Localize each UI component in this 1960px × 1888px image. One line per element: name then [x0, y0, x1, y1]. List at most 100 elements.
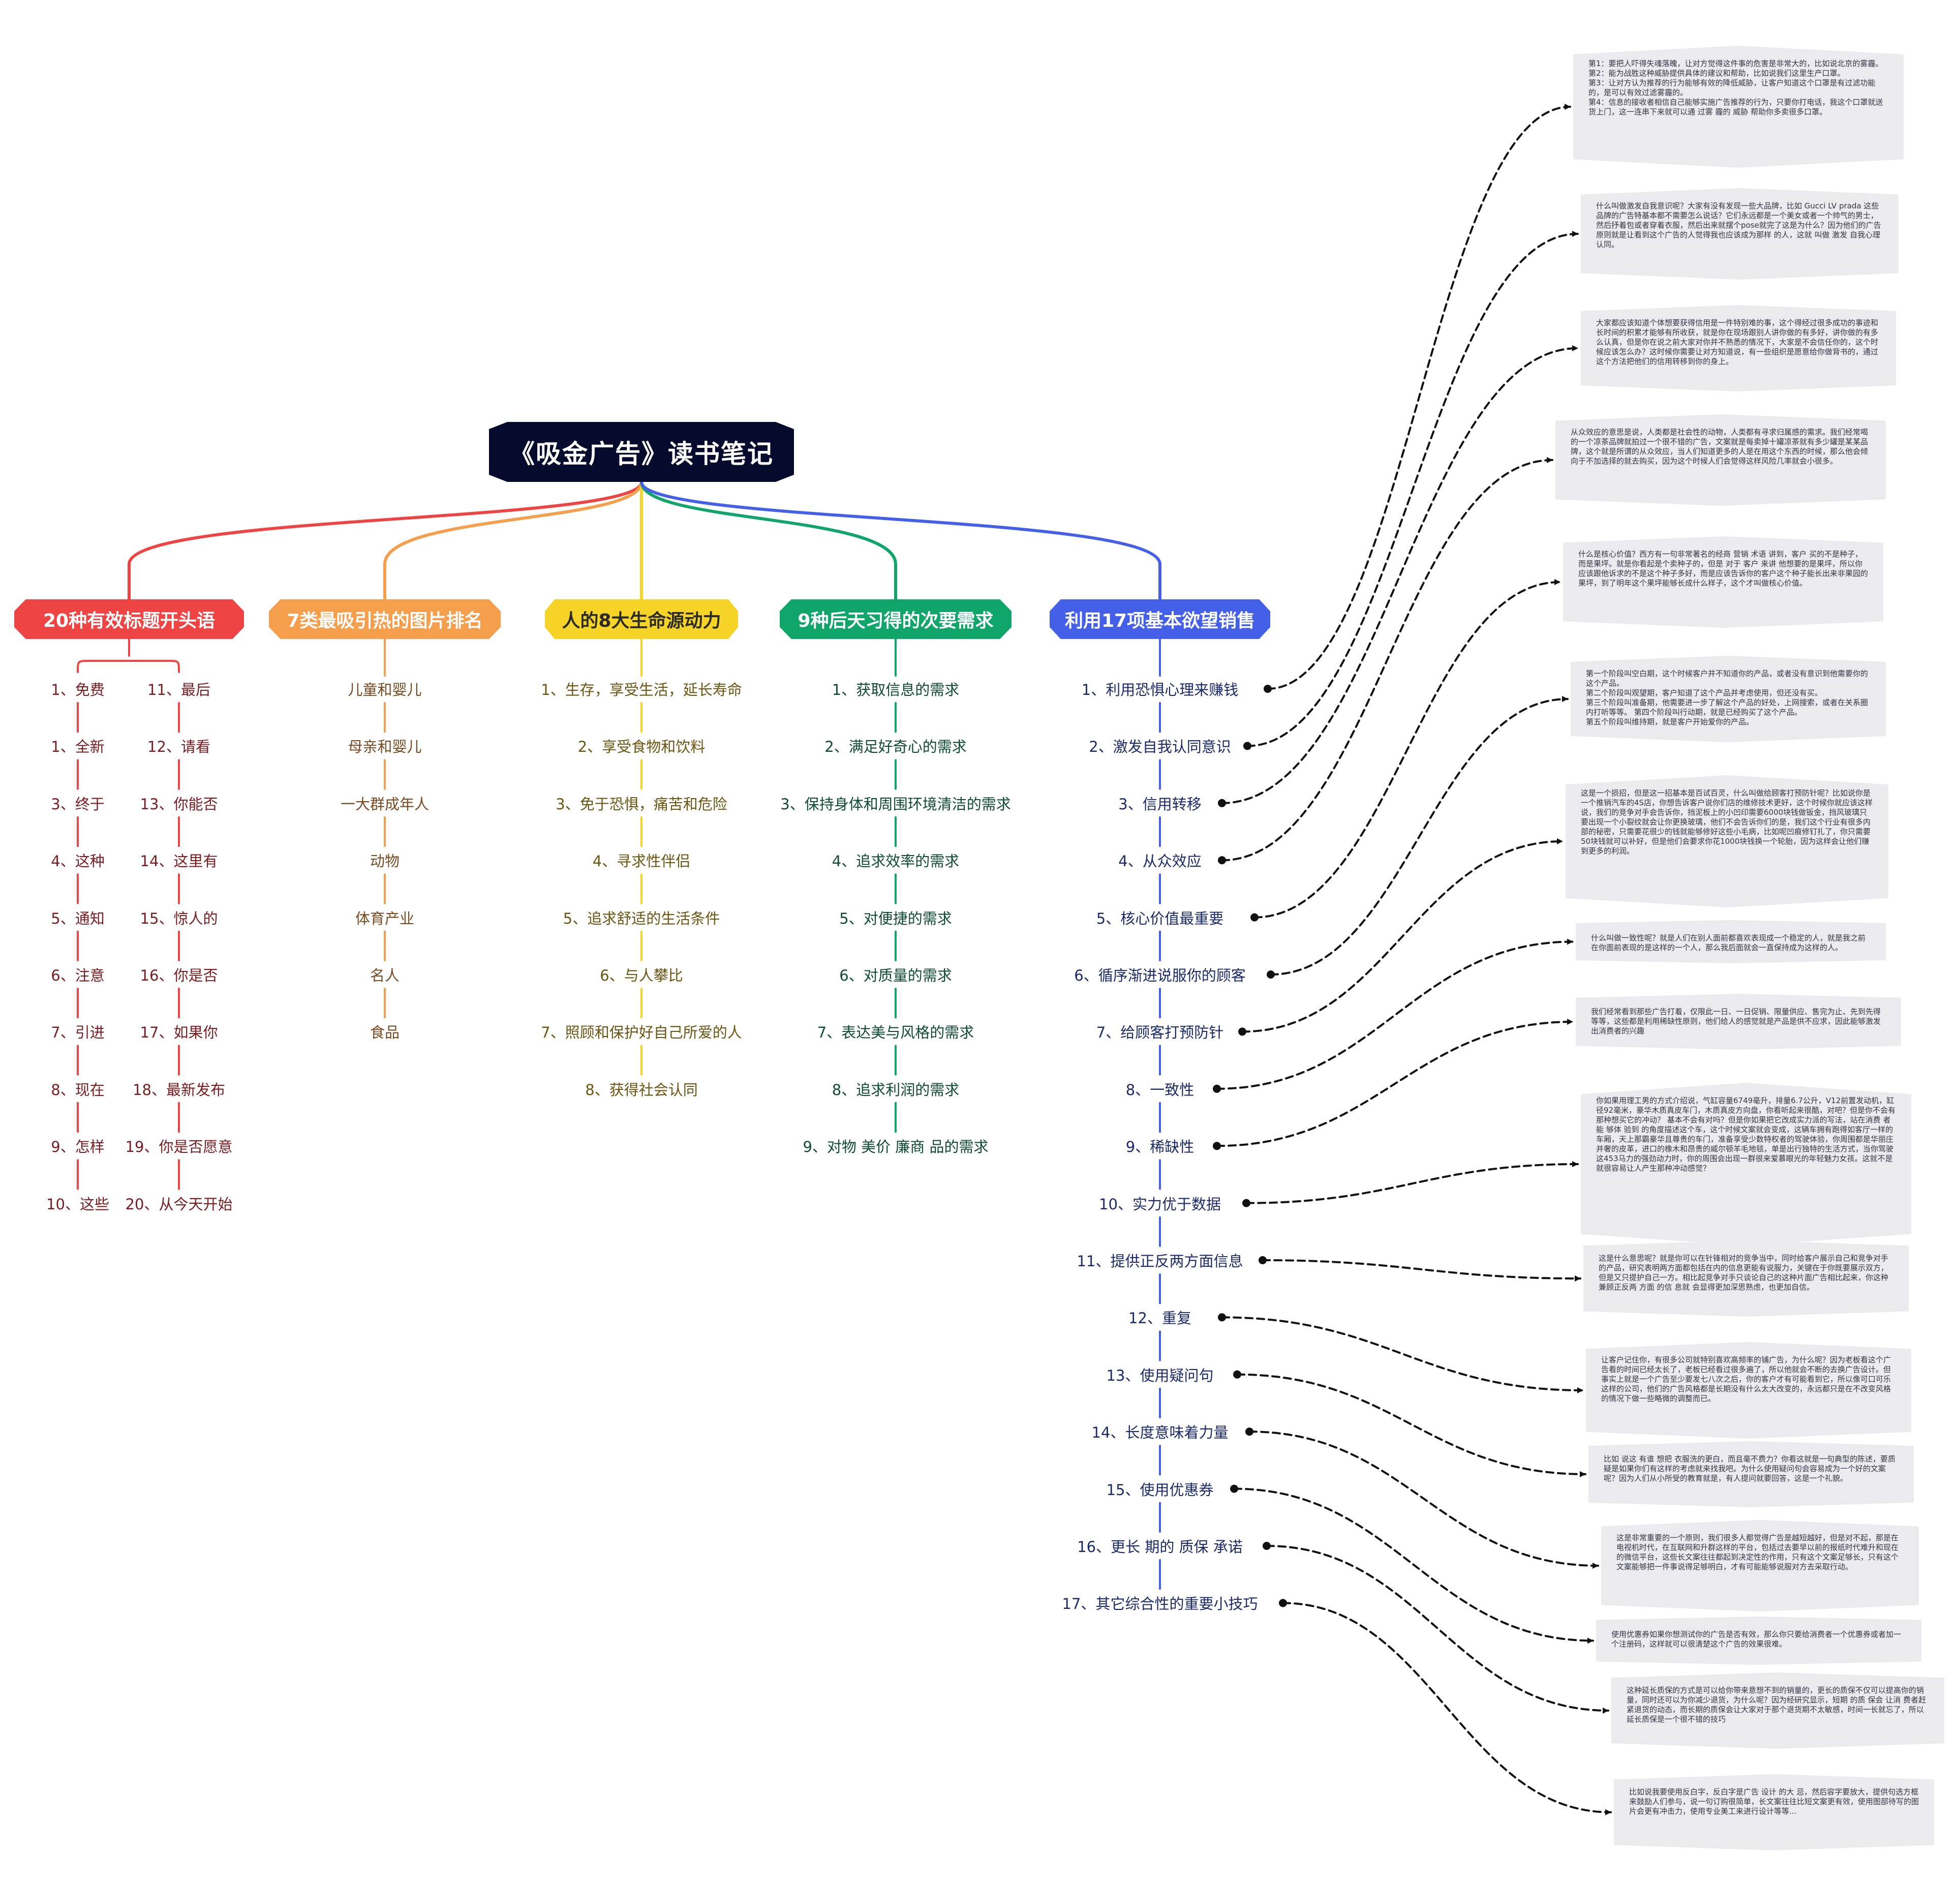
leaf-topic[interactable]: 儿童和婴儿 [348, 681, 422, 698]
note-connector [1248, 1430, 1599, 1569]
note-connector [1233, 1487, 1594, 1644]
leaf-topic[interactable]: 4、从众效应 [1118, 852, 1202, 870]
leaf-topic[interactable]: 12、请看 [147, 738, 210, 756]
leaf-topic[interactable]: 母亲和婴儿 [348, 738, 422, 756]
note-connector [1221, 457, 1553, 862]
leaf-topic[interactable]: 名人 [370, 967, 400, 984]
note-text: 第五个阶段叫维持期，就是客户开始爱你的产品。 [1586, 717, 1754, 726]
note-callout-5[interactable]: 什么是核心价值？西方有一句非常著名的经商 营销 术语 讲到，客户 买的不是种子，… [1563, 536, 1883, 628]
note-callout-2[interactable]: 什么叫做激发自我意识呢？大家有没有发现一些大品牌，比如 Gucci LV pra… [1581, 188, 1898, 280]
leaf-topic[interactable]: 17、如果你 [140, 1024, 218, 1042]
leaf-topic[interactable]: 2、激发自我认同意识 [1089, 738, 1231, 756]
leaf-topic[interactable]: 16、你是否 [140, 967, 218, 984]
connector-start-dot [1259, 1256, 1267, 1264]
leaf-topic[interactable]: 13、使用疑问句 [1106, 1366, 1214, 1384]
leaf-topic[interactable]: 4、追求效率的需求 [832, 852, 960, 870]
leaf-topic[interactable]: 14、长度意味着力量 [1091, 1424, 1229, 1442]
leaf-topic[interactable]: 1、利用恐惧心理来赚钱 [1081, 681, 1239, 698]
note-callout-1[interactable]: 第1：要把人吓得失魂落魄，让对方觉得这件事的危害是非常大的，比如说北京的雾霾。第… [1573, 46, 1904, 168]
leaf-topic[interactable]: 18、最新发布 [133, 1081, 225, 1099]
note-callout-4[interactable]: 从众效应的意思是说，人类都是社会性的动物，人类都有寻求归属感的需求。我们经常喝的… [1555, 414, 1886, 506]
note-callout-8[interactable]: 什么叫做一致性呢？就是人们在别人面前都喜欢表现成一个稳定的人，就是我之前在你面前… [1576, 920, 1886, 963]
leaf-topic[interactable]: 6、与人攀比 [600, 967, 683, 984]
connector-start-dot [1243, 742, 1251, 750]
branch-topic-3[interactable]: 人的8大生命源动力 [545, 599, 738, 639]
note-callout-16[interactable]: 这种延长质保的方式是可以给你带来意想不到的销量的，更长的质保不仅可以提高你的销量… [1611, 1672, 1944, 1749]
leaf-topic[interactable]: 4、这种 [51, 852, 105, 870]
leaf-topic[interactable]: 10、这些 [46, 1195, 109, 1213]
connector-start-dot [1250, 913, 1259, 922]
leaf-topic[interactable]: 3、免于恐惧，痛苦和危险 [556, 795, 727, 813]
leaf-topic[interactable]: 7、照顾和保护好自己所爱的人 [541, 1024, 742, 1042]
note-connector [1253, 579, 1561, 919]
leaf-topic[interactable]: 9、怎样 [51, 1138, 105, 1156]
note-callout-14[interactable]: 这是非常重要的一个原则，我们很多人都觉得广告是越短越好，但是对不起，那是在电视机… [1601, 1520, 1919, 1611]
leaf-topic[interactable]: 体育产业 [355, 909, 415, 927]
leaf-topic[interactable]: 6、循序渐进说服你的顾客 [1074, 967, 1246, 984]
leaf-topic[interactable]: 16、更长 期的 质保 承诺 [1077, 1538, 1243, 1556]
leaf-topic[interactable]: 13、你能否 [140, 795, 218, 813]
leaf-topic[interactable]: 12、重复 [1128, 1310, 1191, 1327]
note-callout-11[interactable]: 这是什么意思呢？就是你可以在针锋相对的竞争当中，同时给客户展示自己和竞争对手的产… [1583, 1240, 1909, 1317]
connector-start-dot [1245, 1427, 1253, 1436]
note-callout-12[interactable]: 让客户记住你，有很多公司就特别喜欢高频率的铺广告，为什么呢？因为老板看这个广告看… [1586, 1342, 1911, 1439]
leaf-topic[interactable]: 1、全新 [51, 738, 105, 756]
leaf-topic[interactable]: 食品 [370, 1024, 400, 1042]
branch-topic-2[interactable]: 7类最吸引热的图片排名 [269, 599, 501, 639]
leaf-topic[interactable]: 6、对质量的需求 [839, 967, 952, 984]
leaf-topic[interactable]: 8、获得社会认同 [585, 1081, 698, 1099]
leaf-topic[interactable]: 9、稀缺性 [1125, 1138, 1195, 1156]
leaf-topic[interactable]: 20、从今天开始 [125, 1195, 233, 1213]
leaf-topic[interactable]: 7、表达美与风格的需求 [817, 1024, 974, 1042]
leaf-topic[interactable]: 3、信用转移 [1118, 795, 1202, 813]
leaf-topic[interactable]: 8、现在 [51, 1081, 105, 1099]
note-callout-15[interactable]: 使用优惠券如果你想测试你的广告是否有效，那么你只要给消费者一个优惠券或者加一个注… [1596, 1617, 1921, 1665]
leaf-topic[interactable]: 2、满足好奇心的需求 [824, 738, 967, 756]
leaf-topic[interactable]: 11、最后 [147, 681, 210, 698]
branch-topic-5[interactable]: 利用17项基本欲望销售 [1050, 599, 1270, 639]
leaf-topic[interactable]: 11、提供正反两方面信息 [1077, 1253, 1243, 1270]
leaf-topic[interactable]: 6、注意 [51, 967, 105, 984]
leaf-topic[interactable]: 1、免费 [51, 681, 105, 698]
note-text: 什么叫做激发自我意识呢？大家有没有发现一些大品牌，比如 Gucci LV pra… [1596, 201, 1881, 249]
leaf-topic[interactable]: 19、你是否愿意 [125, 1138, 233, 1156]
note-connector [1266, 1545, 1609, 1714]
note-callout-17[interactable]: 比如说我要使用反白字，反白字是广告 设计 的大 忌，然后容字要放大，提供句选方框… [1614, 1774, 1934, 1850]
leaf-topic[interactable]: 3、保持身体和周围环境清洁的需求 [780, 795, 1011, 813]
leaf-topic[interactable]: 8、追求利润的需求 [832, 1081, 960, 1099]
leaf-topic[interactable]: 5、对便捷的需求 [839, 909, 952, 927]
note-callout-9[interactable]: 我们经常看到那些广告打着，仅限此一日、一日促销、限量供应、售完为止、先到先得等等… [1576, 994, 1901, 1050]
branch-topic-1[interactable]: 20种有效标题开头语 [14, 599, 244, 639]
leaf-topic[interactable]: 8、一致性 [1125, 1081, 1195, 1099]
note-callout-10[interactable]: 你如果用理工男的方式介绍说，气缸容量6749毫升，排量6.7公升，V12前置发动… [1581, 1083, 1911, 1245]
leaf-topic[interactable]: 1、获取信息的需求 [832, 681, 960, 698]
leaf-topic[interactable]: 10、实力优于数据 [1099, 1195, 1221, 1213]
leaf-topic[interactable]: 14、这里有 [140, 852, 218, 870]
leaf-topic[interactable]: 5、追求舒适的生活条件 [563, 909, 720, 927]
leaf-topic[interactable]: 7、给顾客打预防针 [1096, 1024, 1224, 1042]
note-callout-13[interactable]: 比如 说这 有谁 想把 衣服洗的更白，而且毫不费力？你看这就是一句典型的陈述，要… [1588, 1441, 1914, 1507]
leaf-topic[interactable]: 3、终于 [51, 795, 105, 813]
connector-start-dot [1233, 1370, 1241, 1379]
leaf-topic[interactable]: 17、其它综合性的重要小技巧 [1062, 1595, 1258, 1613]
leaf-topic[interactable]: 动物 [370, 852, 400, 870]
leaf-topic[interactable]: 4、寻求性伴侣 [592, 852, 691, 870]
note-text: 大家都应该知道个体想要获得信用是一件特别难的事，这个得经过很多成功的事迹和长时间… [1596, 318, 1879, 366]
note-callout-6[interactable]: 第一个阶段叫空白期，这个时候客户并不知道你的产品，或者没有意识到他需要你的这个产… [1571, 656, 1886, 742]
leaf-topic[interactable]: 2、享受食物和饮料 [577, 738, 706, 756]
root-topic[interactable]: 《吸金广告》读书笔记 [489, 422, 794, 482]
note-callout-7[interactable]: 这是一个损招，但是这一招基本是百试百灵，什么叫做给顾客打预防针呢？比如说你是一个… [1566, 775, 1888, 907]
leaf-topic[interactable]: 15、使用优惠券 [1106, 1481, 1214, 1499]
note-text: 什么叫做一致性呢？就是人们在别人面前都喜欢表现成一个稳定的人，就是我之前在你面前… [1591, 933, 1866, 952]
leaf-topic[interactable]: 1、生存，享受生活，延长寿命 [541, 681, 742, 698]
leaf-topic[interactable]: 15、惊人的 [140, 909, 218, 927]
leaf-topic[interactable]: 9、对物 美价 廉商 品的需求 [803, 1138, 989, 1156]
leaf-topic[interactable]: 一大群成年人 [340, 795, 430, 813]
leaf-topic[interactable]: 5、通知 [51, 909, 105, 927]
leaf-topic[interactable]: 7、引进 [51, 1024, 105, 1042]
leaf-topic[interactable]: 5、核心价值最重要 [1096, 909, 1224, 927]
connector-start-dot [1218, 856, 1226, 865]
note-callout-3[interactable]: 大家都应该知道个体想要获得信用是一件特别难的事，这个得经过很多成功的事迹和长时间… [1581, 305, 1896, 391]
branch-topic-4[interactable]: 9种后天习得的次要需求 [780, 599, 1012, 639]
